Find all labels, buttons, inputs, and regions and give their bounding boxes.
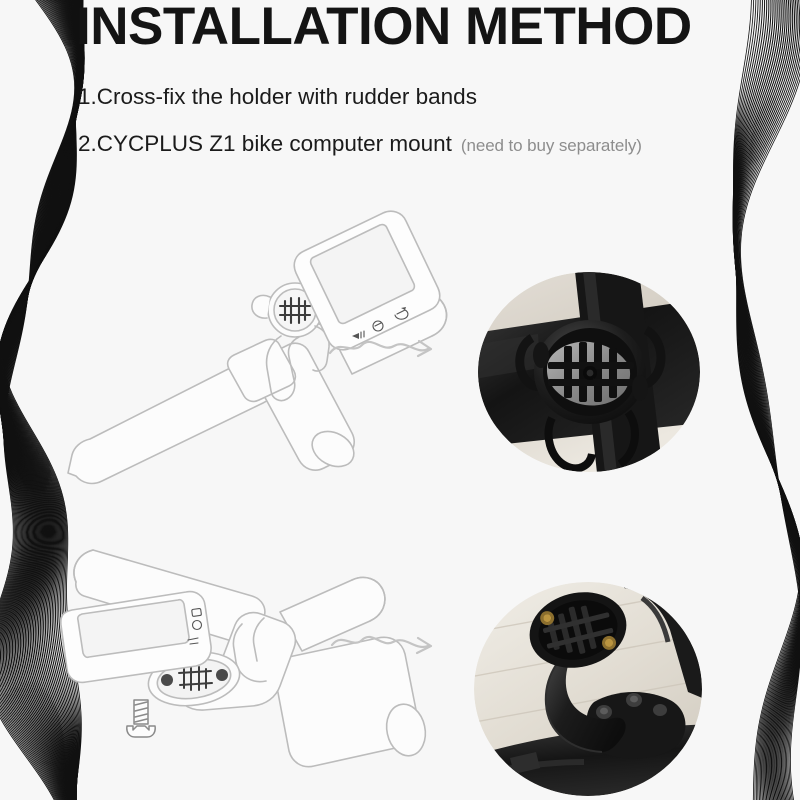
photo-out-front-mount [474,582,702,796]
instruction-steps: 1.Cross-fix the holder with rudder bands… [78,84,778,158]
page-title: INSTALLATION METHOD [76,0,692,56]
step-2-note: (need to buy separately) [460,136,642,155]
photo-stem-mount [478,272,700,472]
step-1-text: 1.Cross-fix the holder with rudder bands [78,84,477,109]
step-2-text: 2.CYCPLUS Z1 bike computer mount [78,131,452,156]
step-item-1: 1.Cross-fix the holder with rudder bands [78,84,778,109]
out-front-mount-diagram [60,549,433,768]
handlebar-stem-mount-diagram [67,210,448,485]
step-item-2: 2.CYCPLUS Z1 bike computer mount (need to… [78,131,778,158]
header: INSTALLATION METHOD [76,0,766,58]
